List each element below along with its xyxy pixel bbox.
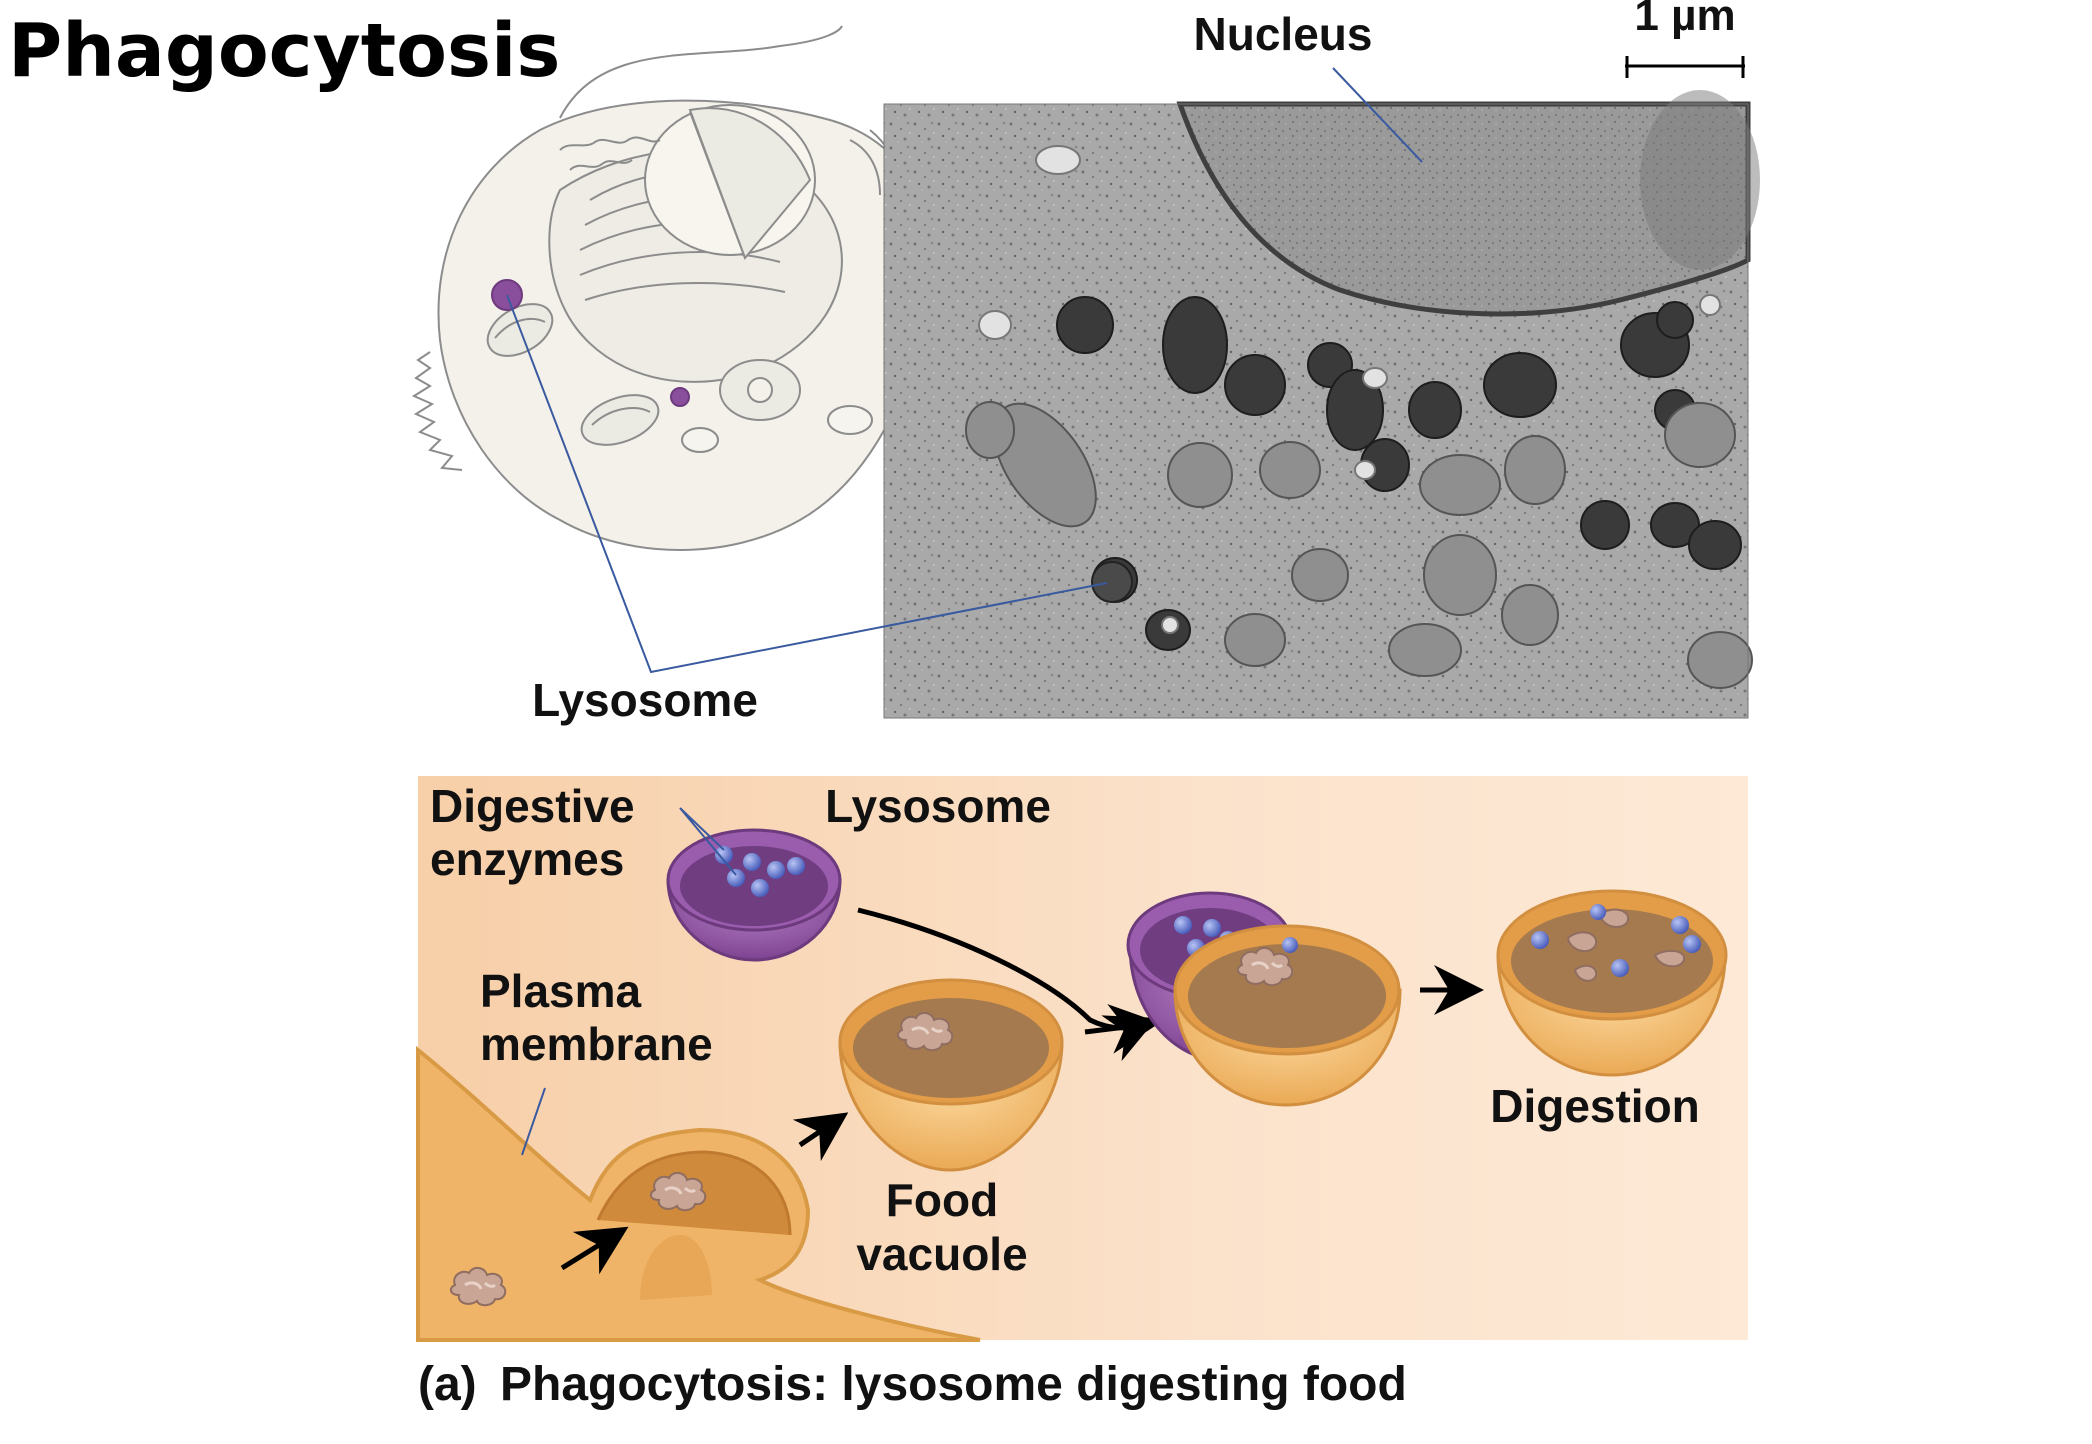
plasma-membrane-leader xyxy=(521,1087,546,1156)
fusing-vesicles xyxy=(1126,891,1402,1107)
cell-illustration xyxy=(411,25,933,551)
scale-bar xyxy=(1625,56,1745,78)
label-lysosome-process: Lysosome xyxy=(825,780,1051,832)
fusion-arrow-tail xyxy=(1084,1004,1160,1054)
enzymes-leader-lines xyxy=(679,807,737,876)
label-food-vacuole-1: Food xyxy=(886,1174,998,1226)
label-digestion: Digestion xyxy=(1490,1080,1700,1132)
label-nucleus: Nucleus xyxy=(1194,8,1373,60)
digestion-vesicle xyxy=(1496,889,1728,1077)
food-vacuole xyxy=(838,978,1064,1172)
electron-micrograph xyxy=(883,90,1760,719)
caption-tag: (a) xyxy=(418,1358,477,1411)
label-plasma-membrane-1: Plasma xyxy=(480,965,642,1017)
scale-bar-label: 1 µm xyxy=(1634,0,1735,40)
label-food-vacuole-2: vacuole xyxy=(856,1228,1027,1280)
nucleus-leader-line xyxy=(1332,67,1423,163)
label-lysosome-micrograph: Lysosome xyxy=(532,674,758,726)
caption-text: Phagocytosis: lysosome digesting food xyxy=(500,1358,1407,1411)
label-digestive-enzymes-2: enzymes xyxy=(430,833,624,885)
lysosome-leader-line xyxy=(506,294,1108,674)
ingest-arrow xyxy=(560,1226,629,1275)
page-title: Phagocytosis xyxy=(8,8,560,94)
label-plasma-membrane-2: membrane xyxy=(480,1018,713,1070)
label-digestive-enzymes-1: Digestive xyxy=(430,780,635,832)
vacuole-arrow xyxy=(792,1112,849,1162)
lysosome-marker-small xyxy=(670,387,690,407)
digestive-enzymes xyxy=(715,846,805,897)
